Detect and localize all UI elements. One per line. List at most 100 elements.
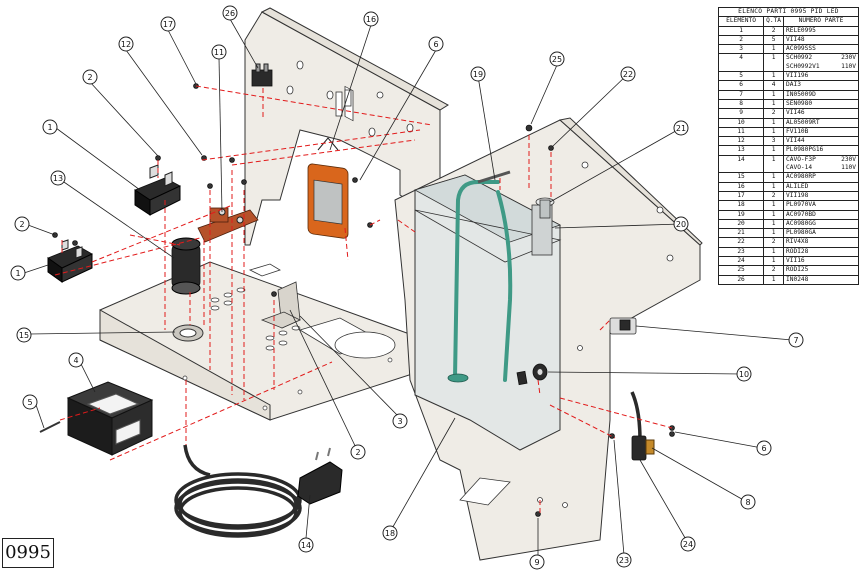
callout-number: 13 — [53, 174, 63, 183]
quantity-cell: 1 — [763, 98, 785, 110]
part-code: VII196 — [786, 72, 809, 80]
callout-17: 17 — [160, 16, 176, 32]
item-number-cell: 18 — [717, 200, 765, 211]
quantity-cell: 1 — [763, 200, 785, 211]
quantity-cell: 1 — [763, 218, 785, 230]
callout-6: 6 — [756, 440, 772, 456]
quantity-cell: 2 — [763, 25, 785, 36]
quantity-cell: 4 — [763, 80, 785, 91]
part-number-cell: PL0970VA — [783, 200, 859, 211]
quantity-cell: 1 — [763, 228, 785, 239]
water-tube — [453, 180, 500, 380]
item-number-cell: 25 — [717, 265, 765, 276]
callout-1: 1 — [10, 265, 26, 281]
callout-number: 16 — [366, 15, 376, 24]
item-number-cell: 17 — [717, 190, 765, 202]
quantity-cell: 5 — [763, 34, 785, 46]
part-number-cell: VII46 — [783, 108, 859, 119]
part-code: VII48 — [786, 35, 805, 43]
part-code: DAI3 — [786, 81, 801, 89]
item-number-cell: 16 — [717, 181, 765, 192]
voltage-note: 110V — [841, 62, 856, 70]
part-code: VII44 — [786, 137, 805, 145]
cable-gland — [171, 237, 201, 295]
callout-number: 14 — [301, 541, 311, 550]
callout-23: 23 — [616, 552, 632, 568]
quantity-cell: 1 — [763, 172, 785, 183]
part-number-cell: SEN0980 — [783, 98, 859, 110]
callout-13: 13 — [50, 170, 66, 186]
part-code: VII198 — [786, 191, 809, 199]
callout-2: 2 — [350, 444, 366, 460]
item-number-cell: 1 — [717, 25, 765, 36]
callout-7: 7 — [788, 332, 804, 348]
transformer — [66, 381, 154, 456]
item-number-cell: 26 — [717, 274, 765, 285]
callout-number: 5 — [27, 398, 32, 407]
item-number-cell: 2 — [717, 34, 765, 46]
item-number-cell: 24 — [717, 255, 765, 267]
callout-number: 6 — [761, 444, 766, 453]
callout-12: 12 — [118, 36, 134, 52]
callout-number: 26 — [225, 9, 235, 18]
item-number-cell: 7 — [717, 89, 765, 100]
part-code: VII46 — [786, 109, 805, 117]
quantity-cell: 1 — [763, 274, 785, 285]
part-code: FV110B — [786, 127, 809, 135]
part-code: CAVO-F3P — [786, 155, 816, 163]
quantity-cell: 1 — [763, 44, 785, 55]
part-code: SEN0980 — [786, 99, 813, 107]
part-number-cell: VII198 — [783, 190, 859, 202]
callout-number: 12 — [121, 40, 131, 49]
part-code: AC099SSS — [786, 45, 816, 53]
quantity-cell: 1 — [763, 89, 785, 100]
callout-14: 14 — [298, 537, 314, 553]
callout-5: 5 — [22, 394, 38, 410]
callout-number: 20 — [676, 220, 686, 229]
item-number-cell: 6 — [717, 80, 765, 91]
quantity-cell: 3 — [763, 136, 785, 147]
part-number-cell: AC099SSS — [783, 44, 859, 55]
item-number-cell: 10 — [717, 117, 765, 128]
part-number-cell: AL05009RT — [783, 117, 859, 128]
callout-21: 21 — [673, 120, 689, 136]
part-number-cell: ALILED — [783, 181, 859, 192]
callout-18: 18 — [382, 525, 398, 541]
part-number-cell: VII196 — [783, 71, 859, 82]
callout-balloons: 1726161211621132125221921201545142318710… — [10, 5, 804, 570]
relay-lower — [47, 239, 93, 283]
callout-3: 3 — [392, 413, 408, 429]
part-number-cell: PL0980GA — [783, 228, 859, 239]
callout-10: 10 — [736, 366, 752, 382]
quantity-cell: 2 — [763, 190, 785, 202]
item-number-cell: 15 — [717, 172, 765, 183]
part-number-cell: FV110B — [783, 126, 859, 138]
item-number-cell: 4 — [717, 53, 765, 73]
part-code: IN05009D — [786, 90, 816, 98]
item-number-cell: 11 — [717, 126, 765, 138]
part-number-cell: RIV4X8 — [783, 237, 859, 248]
callout-number: 8 — [745, 498, 750, 507]
callout-4: 4 — [68, 352, 84, 368]
callout-number: 18 — [385, 529, 395, 538]
temperature-sensor — [630, 391, 655, 461]
quantity-cell: 1 — [763, 117, 785, 128]
callout-number: 9 — [534, 558, 539, 567]
part-code: AC0980GG — [786, 219, 816, 227]
item-number-cell: 19 — [717, 209, 765, 220]
voltage-note: 110V — [841, 164, 856, 172]
